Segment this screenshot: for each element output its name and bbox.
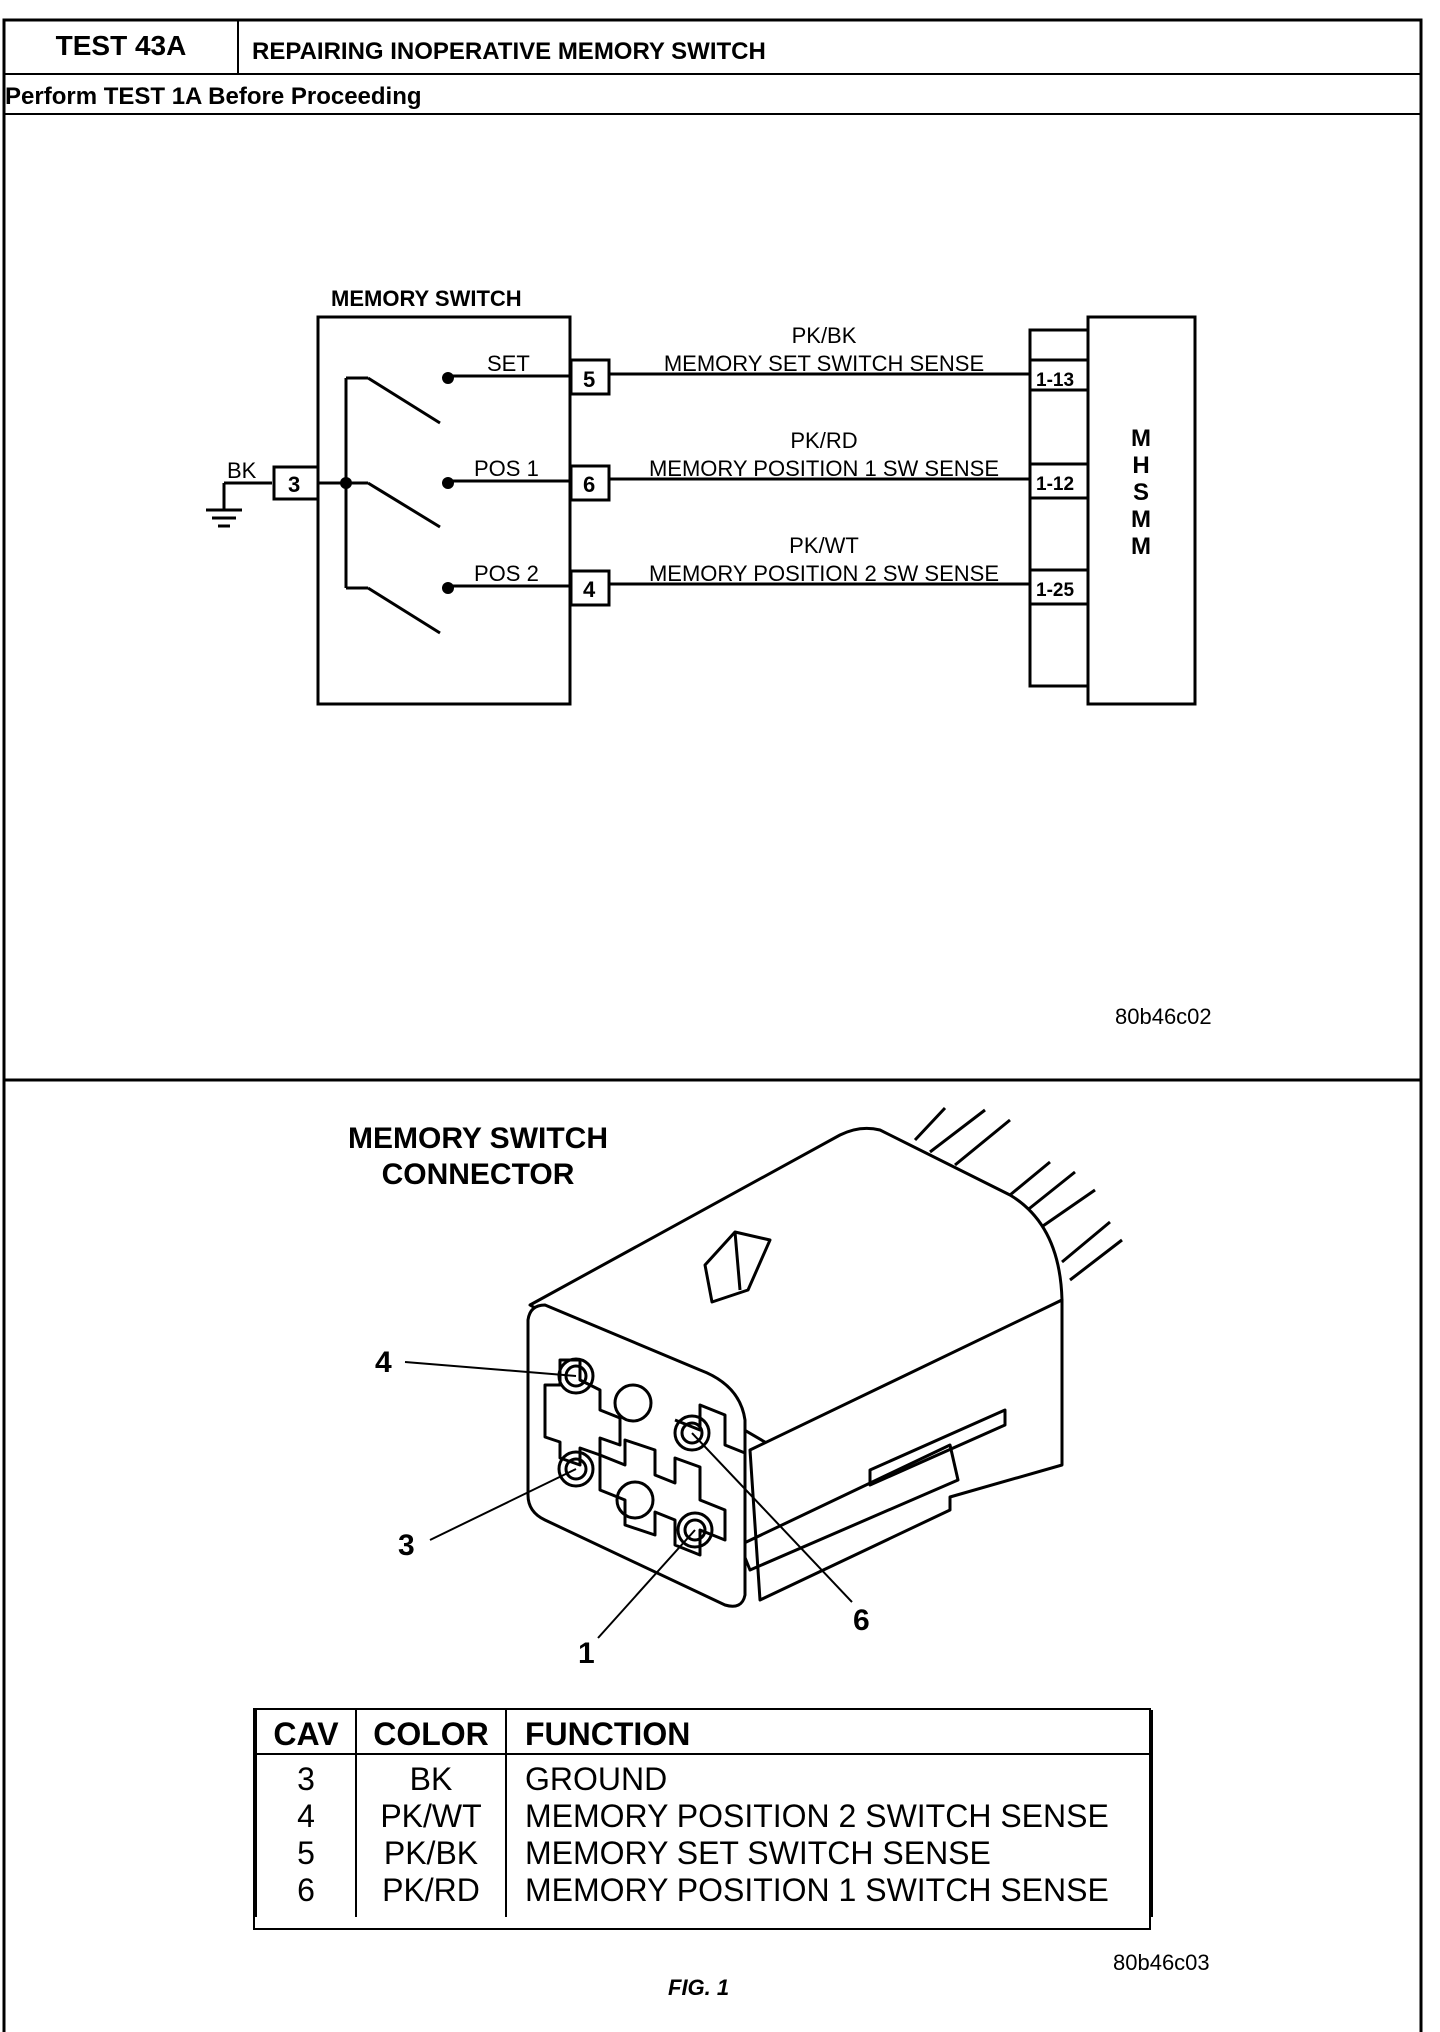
module-letter: H [1132, 452, 1149, 479]
module-letter: S [1133, 479, 1149, 506]
set-module-pin: 1-13 [1036, 370, 1074, 391]
set-wire-color: PK/BK [792, 323, 857, 348]
table-row: 5 PK/BK MEMORY SET SWITCH SENSE [255, 1835, 1153, 1872]
header-color: COLOR [355, 1710, 507, 1755]
ground-wire-color: BK [227, 458, 257, 483]
table-row: 6 PK/RD MEMORY POSITION 1 SWITCH SENSE [255, 1872, 1153, 1917]
set-cavity: 5 [583, 367, 595, 392]
cell-function: MEMORY POSITION 1 SWITCH SENSE [505, 1872, 1153, 1917]
pos2-wire-color: PK/WT [789, 533, 859, 558]
cell-color: PK/RD [355, 1872, 507, 1917]
table-row: 3 BK GROUND [255, 1754, 1153, 1798]
table-header-row: CAV COLOR FUNCTION [255, 1710, 1153, 1755]
pos1-position-label: POS 1 [474, 456, 539, 481]
cell-color: BK [355, 1754, 507, 1798]
pos1-wire-description: MEMORY POSITION 1 SW SENSE [649, 456, 999, 481]
set-position-label: SET [487, 351, 530, 376]
cell-function: MEMORY POSITION 2 SWITCH SENSE [505, 1798, 1153, 1835]
cell-function: MEMORY SET SWITCH SENSE [505, 1835, 1153, 1872]
test-number: TEST 43A [55, 30, 187, 61]
cell-cav: 4 [255, 1798, 357, 1835]
table-row: 4 PK/WT MEMORY POSITION 2 SWITCH SENSE [255, 1798, 1153, 1835]
cell-cav: 5 [255, 1835, 357, 1872]
connector-title-line1: MEMORY SWITCH [348, 1122, 608, 1155]
header-cav: CAV [255, 1710, 357, 1755]
pos1-cavity: 6 [583, 472, 595, 497]
pos2-cavity: 4 [583, 577, 596, 602]
figure-code-connector: 80b46c03 [1113, 1950, 1210, 1975]
memory-switch-body [316, 315, 572, 706]
cell-cav: 3 [255, 1754, 357, 1798]
switch-label: MEMORY SWITCH [331, 286, 522, 311]
callout-1: 1 [578, 1637, 595, 1670]
set-wire-description: MEMORY SET SWITCH SENSE [664, 351, 984, 376]
test-prerequisite: Perform TEST 1A Before Proceeding [5, 83, 422, 110]
ground-cavity: 3 [288, 472, 300, 497]
mhsm-module-body [1086, 315, 1197, 706]
module-letter: M [1131, 425, 1151, 452]
callout-6: 6 [853, 1604, 870, 1637]
pos1-module-pin: 1-12 [1036, 474, 1074, 495]
cell-function: GROUND [505, 1754, 1153, 1798]
connector-title-line2: CONNECTOR [382, 1158, 575, 1191]
pos2-wire-description: MEMORY POSITION 2 SW SENSE [649, 561, 999, 586]
module-letter: M [1131, 533, 1151, 560]
module-letter: M [1131, 506, 1151, 533]
cell-color: PK/WT [355, 1798, 507, 1835]
header-function: FUNCTION [505, 1710, 1153, 1755]
cell-color: PK/BK [355, 1835, 507, 1872]
test-title: REPAIRING INOPERATIVE MEMORY SWITCH [252, 38, 766, 65]
pos1-wire-color: PK/RD [790, 428, 857, 453]
pos2-module-pin: 1-25 [1036, 580, 1074, 601]
cell-cav: 6 [255, 1872, 357, 1917]
figure-code-schematic: 80b46c02 [1115, 1004, 1212, 1029]
pos2-position-label: POS 2 [474, 561, 539, 586]
callout-4: 4 [375, 1346, 392, 1379]
figure-caption: FIG. 1 [668, 1975, 729, 2000]
wiring-schematic-labels: MEMORY SWITCH BK 3 SET 5 PK/BK MEMORY SE… [227, 286, 1212, 1029]
cavity-table: CAV COLOR FUNCTION 3 BK GROUND 4 PK/WT M… [255, 1710, 1153, 1917]
wiring-schematic [206, 315, 1197, 706]
callout-3: 3 [398, 1529, 415, 1562]
